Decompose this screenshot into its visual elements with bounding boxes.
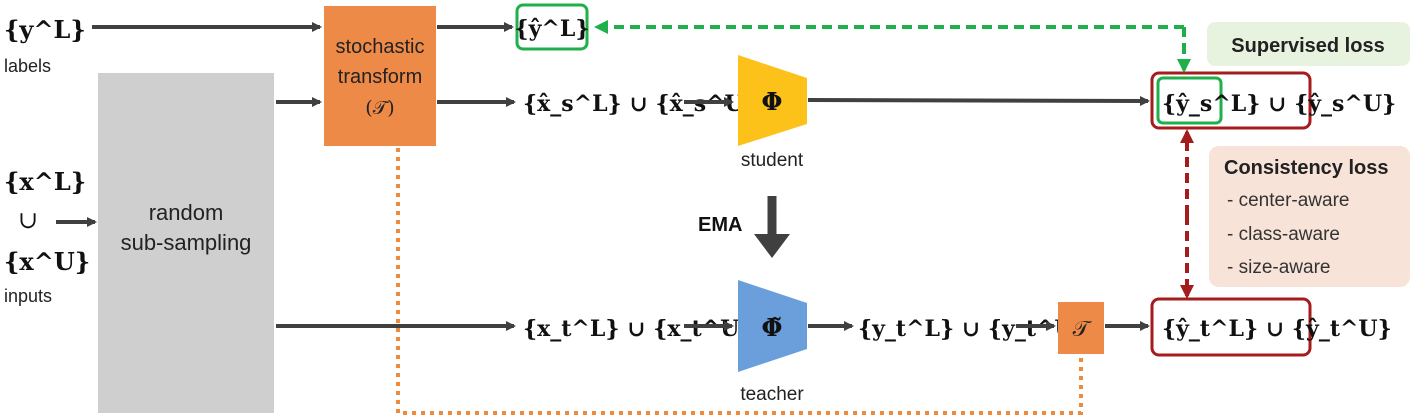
y-labels-set: {y^L} <box>4 15 86 44</box>
yhatL-box <box>515 3 589 51</box>
consistency-item-center: - center-aware <box>1227 190 1350 211</box>
arrow-student-to-output <box>807 95 1150 106</box>
x-L-set: {x^L} <box>4 167 86 196</box>
ema-arrow-head <box>754 234 790 258</box>
union-symbol: ∪ <box>18 206 38 234</box>
x-U-set: {x^U} <box>4 247 90 276</box>
supervised-loss-bg <box>1207 22 1410 66</box>
consistency-item-class: - class-aware <box>1227 224 1340 245</box>
consistency-item-size: - size-aware <box>1227 257 1330 278</box>
inputs-caption: inputs <box>4 286 52 306</box>
subsampling-box <box>98 73 274 413</box>
teacher-caption: teacher <box>740 384 804 405</box>
student-caption: student <box>741 150 804 171</box>
teacher-output-expr: {y_t^L} ∪ {y_t^U} <box>858 316 1088 342</box>
student-output-box <box>1150 71 1312 130</box>
student-symbol: Φ <box>762 87 783 116</box>
subsampling-line1: random <box>149 200 224 225</box>
student-network <box>738 55 807 146</box>
teacher-symbol: Φ̃ <box>762 313 783 342</box>
yhatL-text: {ŷ^L} <box>515 16 590 42</box>
student-labeled-highlight <box>1156 76 1223 125</box>
transform-line3: (𝒯) <box>365 97 394 119</box>
transform-box <box>324 6 436 146</box>
ema-label: EMA <box>698 214 742 236</box>
consistency-loss-bg <box>1209 146 1410 287</box>
transform-small-box <box>1058 302 1104 354</box>
transform-small-text: 𝒯 <box>1073 317 1093 342</box>
transform-shared-dotted-line <box>396 148 1083 415</box>
teacher-input-expr: {x_t^L} ∪ {x_t^U} <box>523 316 753 342</box>
student-output-expr: {ŷ_s^L} ∪ {ŷ_s^U} <box>1162 91 1396 117</box>
transform-line2: transform <box>338 66 422 88</box>
consistency-loss-title: Consistency loss <box>1224 157 1389 179</box>
subsampling-line2: sub-sampling <box>121 230 252 255</box>
teacher-final-box <box>1150 297 1312 357</box>
supervised-loss-label: Supervised loss <box>1231 35 1384 57</box>
teacher-network <box>738 280 807 372</box>
labels-caption: labels <box>4 56 51 76</box>
transform-line1: stochastic <box>336 36 425 58</box>
teacher-final-expr: {ŷ_t^L} ∪ {ŷ_t^U} <box>1162 316 1392 342</box>
